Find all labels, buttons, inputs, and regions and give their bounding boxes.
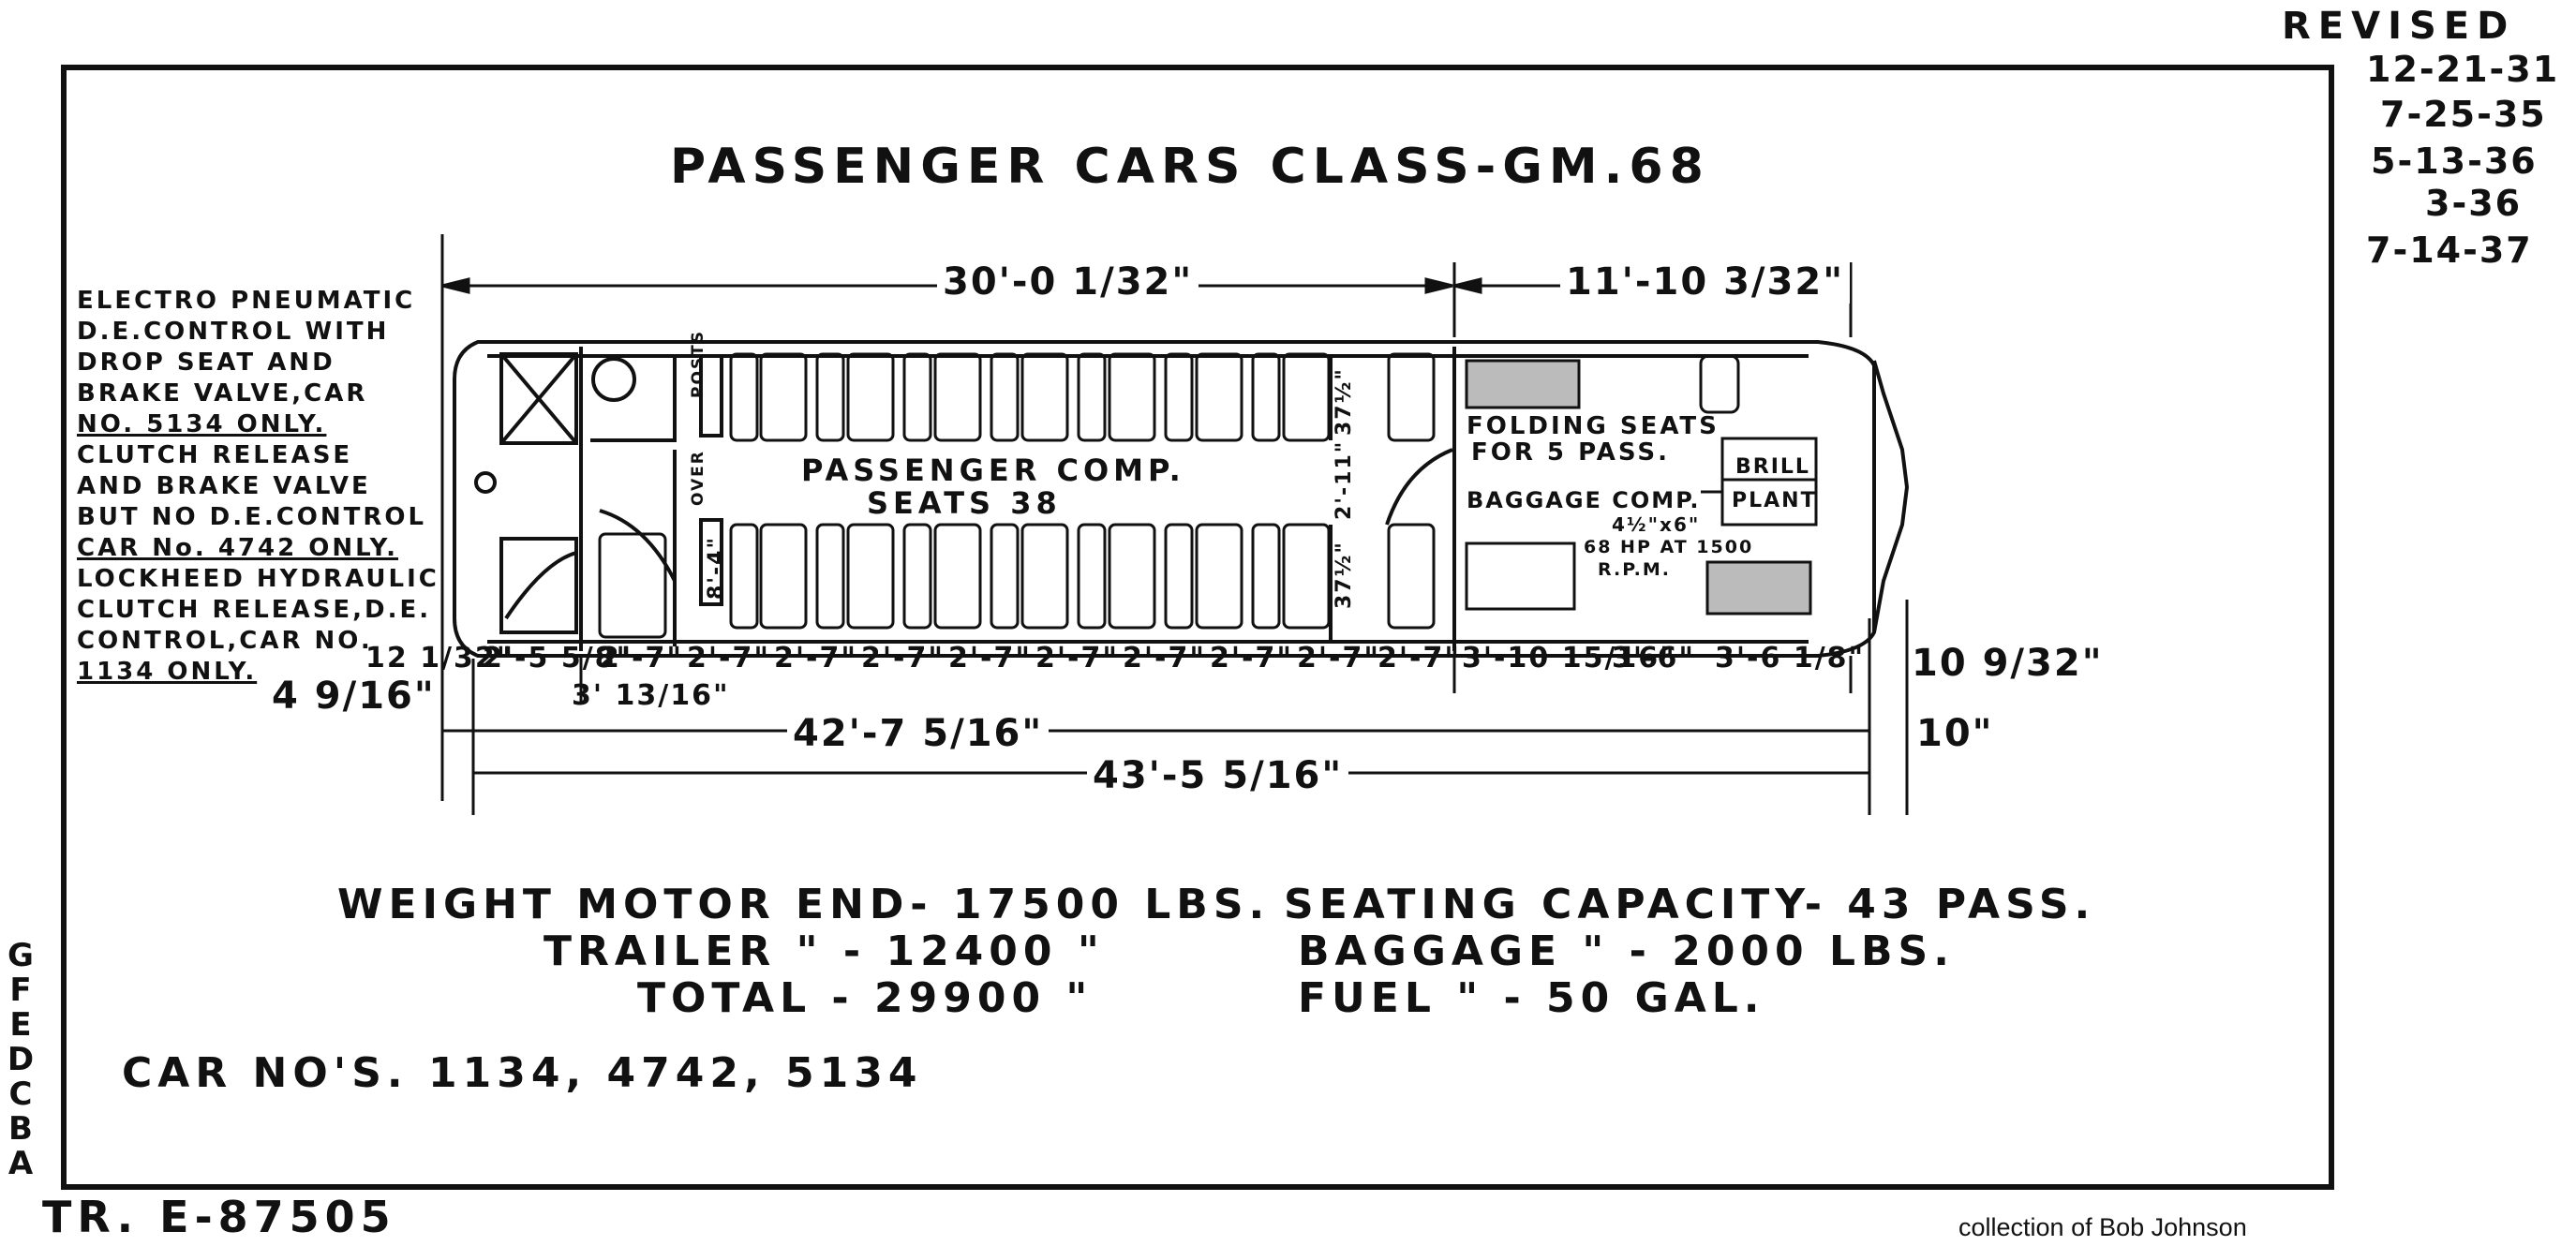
label-passenger-comp: PASSENGER COMP. — [801, 452, 1185, 488]
note-line: NO. 5134 ONLY. — [77, 410, 327, 438]
note-line: CAR No. 4742 ONLY. — [77, 534, 399, 562]
note-line: BUT NO D.E.CONTROL — [77, 503, 427, 531]
note-line: CONTROL,CAR NO. — [77, 627, 373, 655]
dim-end-right: 10 9/32" — [1912, 642, 2104, 685]
label-folding-seats-pass: FOR 5 PASS. — [1471, 438, 1671, 467]
note-line: CLUTCH RELEASE,D.E. — [77, 596, 432, 624]
dim-row: 3'-6 1/8" — [1715, 642, 1866, 675]
label-engine-bore: 4½"x6" — [1612, 513, 1701, 536]
label-engine-hp: 68 HP AT 1500 — [1584, 537, 1754, 557]
label-folding-seats: FOLDING SEATS — [1467, 412, 1720, 440]
label-seat-width-bottom: 37½" — [1333, 541, 1356, 609]
car-numbers-value: 1134, 4742, 5134 — [427, 1049, 923, 1097]
rev-letter: G — [7, 937, 36, 974]
note-line: D.E.CONTROL WITH — [77, 318, 390, 346]
revision-date-4: 3-36 — [2425, 183, 2523, 224]
spec-value: 17500 LBS. — [952, 881, 1271, 928]
dim-row: 2'-7" — [861, 642, 946, 675]
drawing-number: TR. E-87505 — [42, 1192, 396, 1242]
spec-weight-trailer: TRAILER " - 12400 " — [543, 927, 1105, 975]
spec-label: FUEL " - — [1298, 974, 1526, 1022]
spec-baggage: BAGGAGE " - 2000 LBS. — [1298, 927, 1955, 975]
dim-inside-length: 42'-7 5/16" — [787, 712, 1050, 755]
dim-row: 2'-7" — [1377, 642, 1462, 675]
spec-weight-total: TOTAL - 29900 " — [637, 974, 1093, 1022]
dim-left-offset: 4 9/16" — [272, 675, 436, 718]
spec-label: SEATING CAPACITY- — [1284, 881, 1827, 928]
spec-value: 43 PASS. — [1847, 881, 2096, 928]
note-line: AND BRAKE VALVE — [77, 472, 371, 500]
spec-fuel: FUEL " - 50 GAL. — [1298, 974, 1765, 1022]
rev-letter: D — [7, 1041, 37, 1078]
dim-row: 12 1/32" — [365, 642, 514, 675]
revision-date-5: 7-14-37 — [2366, 230, 2533, 271]
note-line: BRAKE VALVE,CAR — [77, 379, 368, 408]
note-line: CLUTCH RELEASE — [77, 441, 353, 469]
dim-row: 2'-7" — [1035, 642, 1120, 675]
car-numbers: CAR NO'S. 1134, 4742, 5134 — [122, 1049, 922, 1097]
spec-label: TRAILER " - — [543, 927, 867, 975]
spec-label: WEIGHT MOTOR END- — [337, 881, 933, 928]
label-over: OVER — [689, 450, 707, 506]
spec-weight-motor: WEIGHT MOTOR END- 17500 LBS. — [337, 881, 1270, 928]
dim-row: 2'-7" — [687, 642, 771, 675]
dim-row: 2'-7" — [1210, 642, 1294, 675]
rev-letter: F — [9, 972, 34, 1009]
dim-row: 3'-10 15/16" — [1462, 642, 1676, 675]
label-brill: BRILL — [1735, 455, 1810, 479]
dim-row: 2'-7" — [948, 642, 1033, 675]
dim-row: 2'-7" — [600, 642, 684, 675]
dim-overall-length: 43'-5 5/16" — [1087, 754, 1349, 797]
dim-bumper: 10" — [1916, 712, 1994, 755]
dim-row: 2'-5 5/8" — [483, 642, 633, 675]
label-plant: PLANT — [1732, 489, 1817, 512]
spec-value: 50 GAL. — [1546, 974, 1765, 1022]
rev-letter: E — [9, 1006, 34, 1044]
revision-date-2: 7-25-35 — [2380, 94, 2547, 135]
rev-letter: A — [7, 1145, 36, 1182]
notes-block: ELECTRO PNEUMATIC D.E.CONTROL WITH DROP … — [77, 286, 439, 688]
spec-label: BAGGAGE " - — [1298, 927, 1652, 975]
label-aisle-width: 2'-11" — [1333, 439, 1356, 520]
spec-value: 12400 " — [886, 927, 1105, 975]
revision-date-1: 12-21-31 — [2366, 49, 2560, 90]
revision-letters: G F E D C B A — [6, 939, 37, 1181]
rev-letter: C — [8, 1075, 35, 1113]
label-seat-width-top: 37½" — [1333, 367, 1356, 436]
collection-credit: collection of Bob Johnson — [1958, 1213, 2247, 1241]
revised-label: REVISED — [2282, 5, 2516, 48]
dim-baggage-length: 11'-10 3/32" — [1560, 260, 1851, 304]
rev-letter: B — [8, 1110, 35, 1148]
spec-label: TOTAL - — [637, 974, 855, 1022]
dim-second: 3' 13/16" — [572, 679, 730, 712]
label-baggage-comp: BAGGAGE COMP. — [1467, 487, 1701, 513]
spec-seating-capacity: SEATING CAPACITY- 43 PASS. — [1284, 881, 2095, 928]
label-engine-rpm: R.P.M. — [1598, 559, 1671, 580]
label-posts: POSTS — [689, 330, 707, 398]
dim-row: 2'-7" — [774, 642, 858, 675]
dim-row: 2'-7" — [1123, 642, 1207, 675]
label-width-inside: 8'-4" — [705, 536, 728, 600]
drawing-title: PASSENGER CARS CLASS-GM.68 — [670, 139, 1710, 195]
note-line: LOCKHEED HYDRAULIC — [77, 565, 439, 593]
dim-row: 2'-7" — [1297, 642, 1381, 675]
spec-value: 2000 LBS. — [1672, 927, 1955, 975]
label-seats: SEATS 38 — [867, 485, 1062, 521]
revision-date-3: 5-13-36 — [2371, 141, 2538, 182]
note-line: ELECTRO PNEUMATIC — [77, 287, 416, 315]
spec-value: 29900 " — [874, 974, 1094, 1022]
dim-passenger-length: 30'-0 1/32" — [937, 260, 1199, 304]
car-numbers-label: CAR NO'S. — [122, 1049, 409, 1097]
note-line: 1134 ONLY. — [77, 658, 258, 686]
dim-row: 3'-6" — [1612, 642, 1696, 675]
note-line: DROP SEAT AND — [77, 349, 335, 377]
